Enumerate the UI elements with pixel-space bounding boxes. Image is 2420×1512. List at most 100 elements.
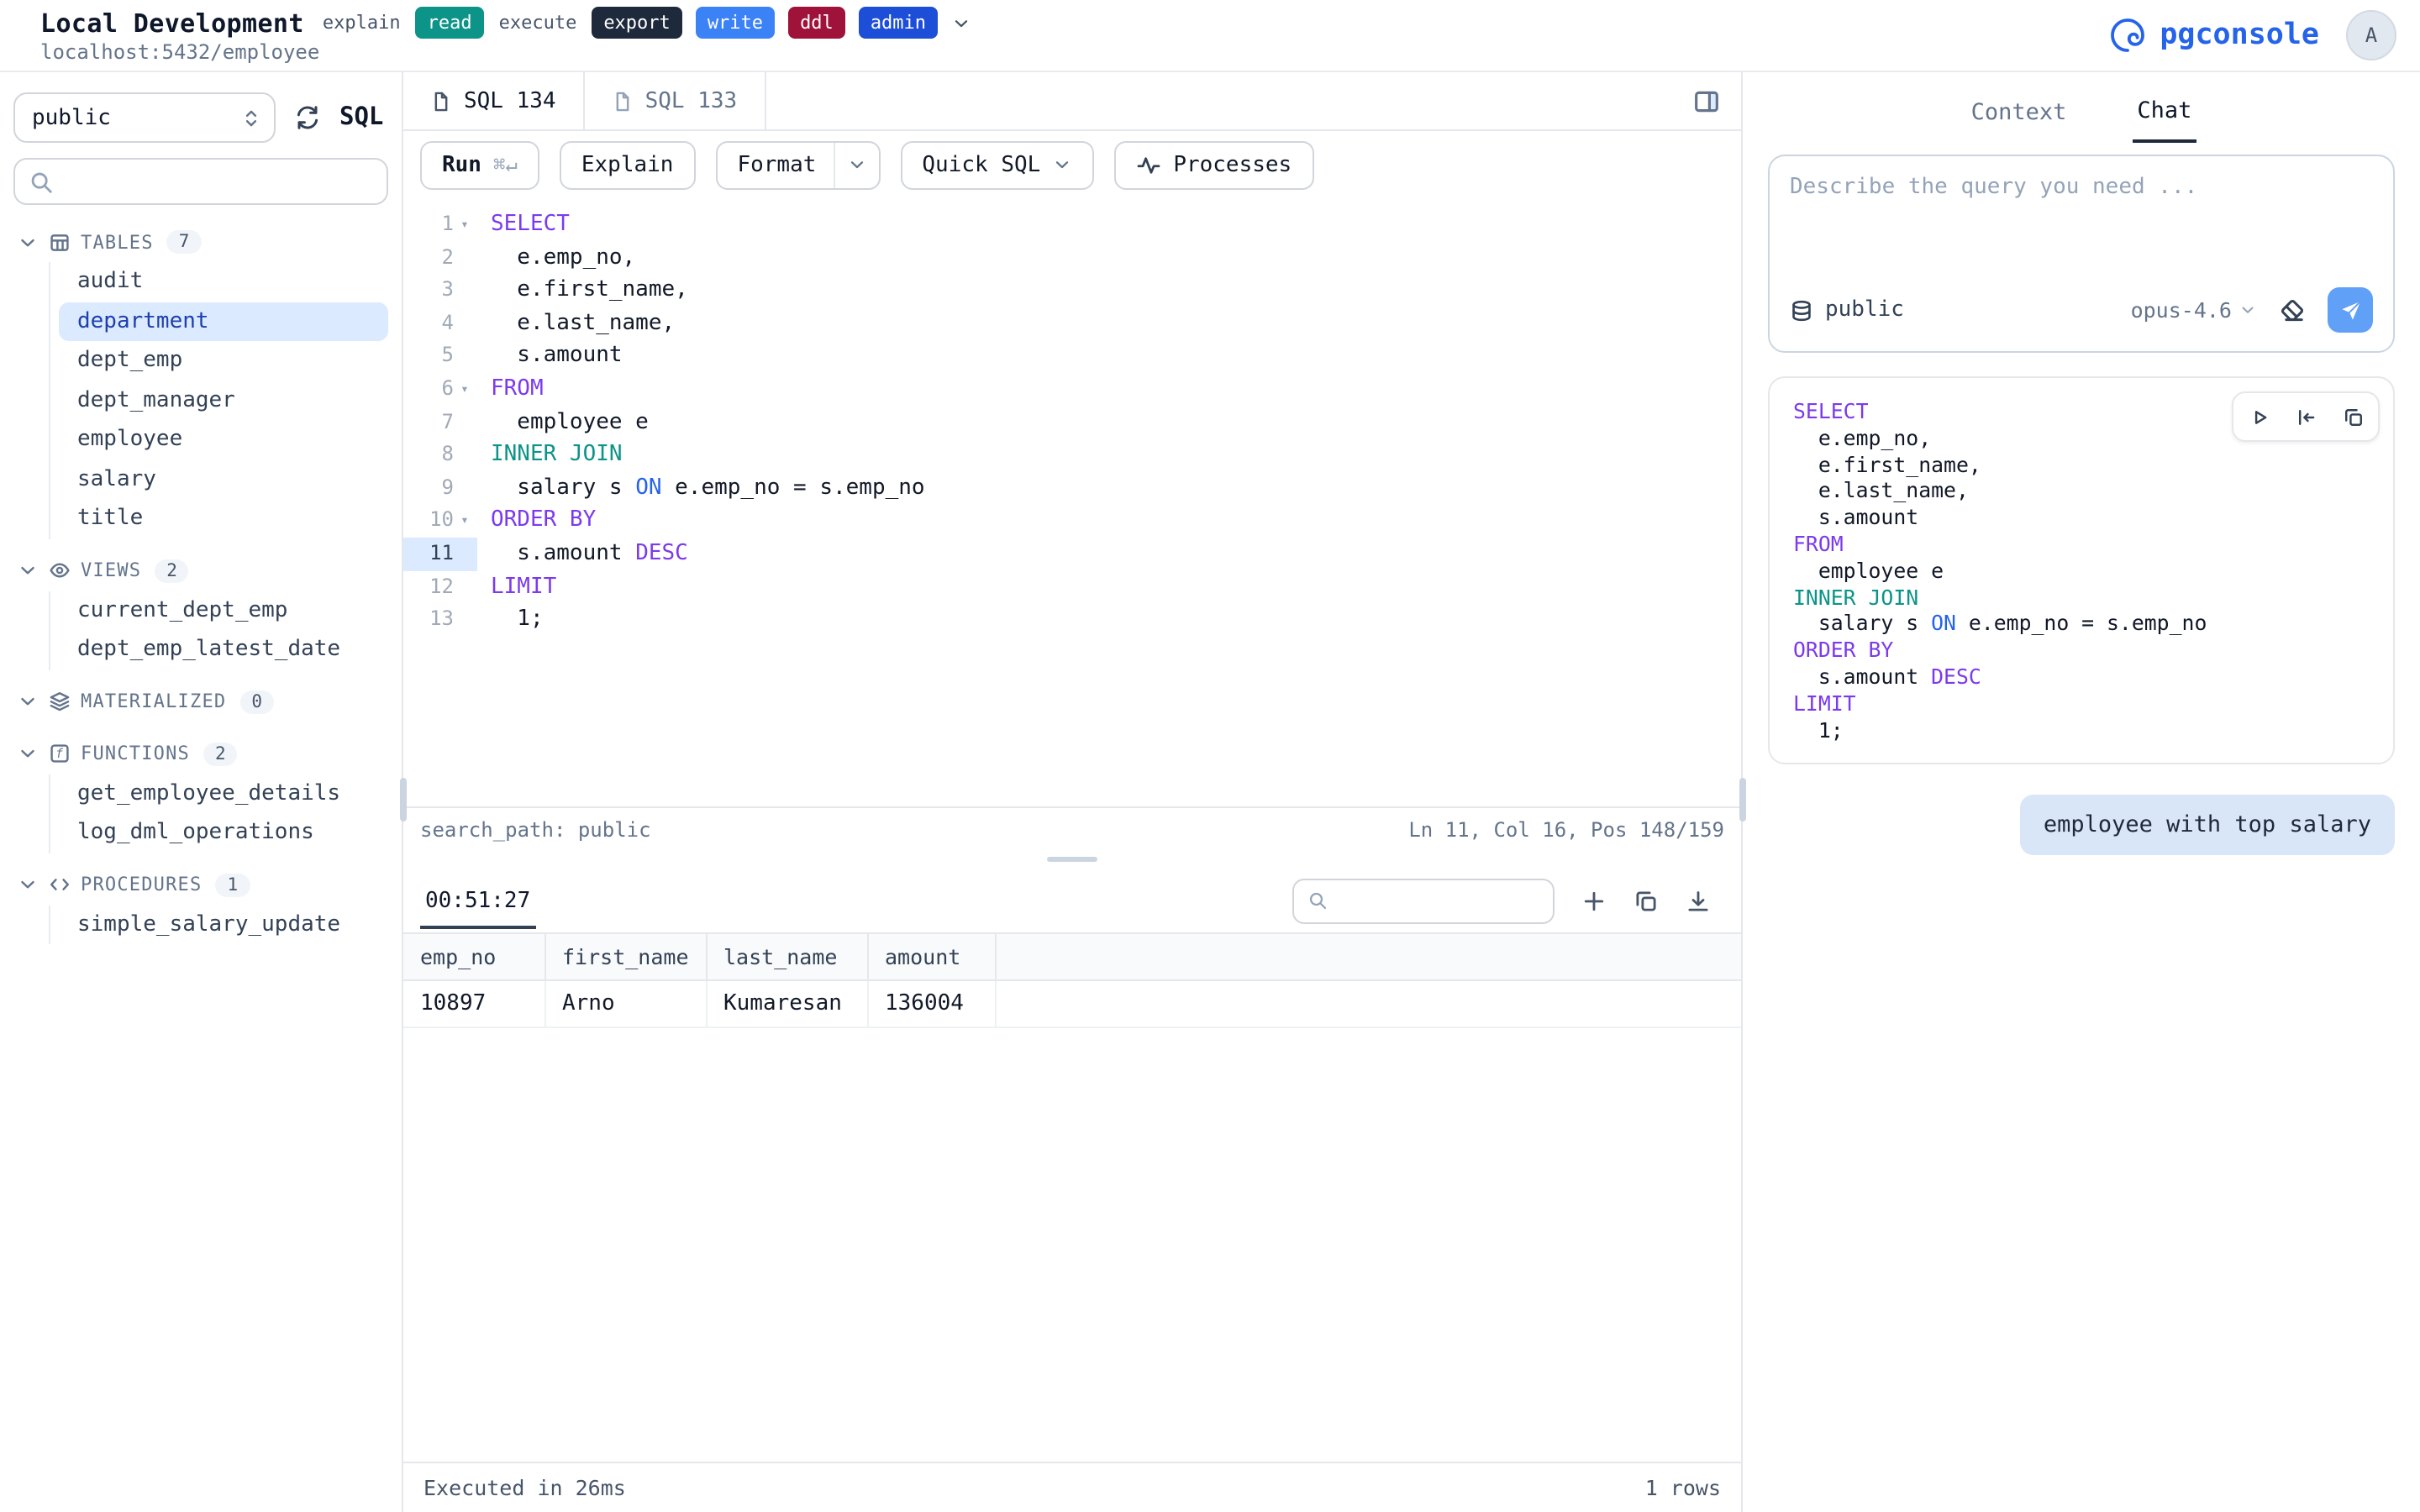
sidebar-item-dept_emp[interactable]: dept_emp — [77, 348, 183, 374]
copy-sql-button[interactable] — [2331, 396, 2375, 437]
results-search[interactable] — [1292, 878, 1555, 923]
sql-mode-label[interactable]: SQL — [339, 104, 384, 131]
sidebar-item-title[interactable]: title — [77, 506, 144, 532]
chat-input[interactable] — [1790, 175, 2373, 269]
sidebar-search-input[interactable] — [64, 169, 373, 194]
chat-composer[interactable]: public opus-4.6 — [1768, 155, 2395, 353]
sidebar-resize-handle[interactable] — [399, 778, 406, 822]
tab-sql-133[interactable]: SQL 133 — [584, 72, 766, 129]
line-number: 9 — [441, 475, 454, 499]
code-text: ORDER BY — [491, 507, 597, 533]
editor-line-11[interactable]: 11 s.amount DESC — [403, 537, 1741, 571]
line-gutter: 10▾ — [403, 505, 477, 538]
line-number: 7 — [441, 409, 454, 433]
schema-select[interactable]: public — [13, 92, 276, 143]
assistant-tabs: Context Chat — [1743, 72, 2420, 146]
permission-badge-read[interactable]: read — [415, 7, 484, 39]
editor-line-5[interactable]: 5 s.amount — [403, 340, 1741, 373]
model-select[interactable]: opus-4.6 — [2131, 297, 2257, 323]
editor-line-6[interactable]: 6▾FROM — [403, 373, 1741, 406]
column-header-emp_no[interactable]: emp_no — [403, 932, 545, 981]
sidebar-item-salary[interactable]: salary — [77, 466, 156, 492]
composer-schema[interactable]: public — [1790, 297, 1904, 323]
run-query-button[interactable] — [2237, 396, 2281, 437]
assistant-sql-response: SELECT e.emp_no, e.first_name, e.last_na… — [1768, 376, 2395, 765]
column-header-first_name[interactable]: first_name — [544, 932, 707, 981]
search-icon — [1307, 890, 1328, 911]
editor-line-2[interactable]: 2 e.emp_no, — [403, 241, 1741, 274]
editor-line-3[interactable]: 3 e.first_name, — [403, 274, 1741, 307]
editor-line-1[interactable]: 1▾SELECT — [403, 208, 1741, 241]
result-tab[interactable]: 00:51:27 — [420, 873, 536, 928]
clear-chat-button[interactable] — [2279, 297, 2306, 323]
tab-sql-134[interactable]: SQL 134 — [403, 72, 585, 129]
editor-line-13[interactable]: 13 1; — [403, 603, 1741, 636]
tab-chat[interactable]: Chat — [2132, 76, 2197, 142]
editor-line-4[interactable]: 4 e.last_name, — [403, 307, 1741, 340]
permission-badge-write[interactable]: write — [695, 7, 776, 39]
tab-label: SQL 134 — [464, 88, 556, 113]
run-button[interactable]: Run ⌘↵ — [420, 140, 539, 189]
fold-icon[interactable]: ▾ — [460, 217, 469, 232]
results-search-input[interactable] — [1338, 888, 1539, 913]
sidebar-item-log_dml_operations[interactable]: log_dml_operations — [77, 820, 314, 846]
column-header-last_name[interactable]: last_name — [706, 932, 868, 981]
sidebar-item-department[interactable]: department — [59, 302, 388, 341]
sidebar-item-employee[interactable]: employee — [77, 427, 183, 453]
database-icon — [1790, 298, 1813, 322]
permission-badge-admin[interactable]: admin — [858, 7, 939, 39]
copy-results-button[interactable] — [1634, 888, 1659, 913]
line-gutter: 5 — [403, 340, 477, 373]
processes-button[interactable]: Processes — [1114, 140, 1314, 189]
toggle-panel-button[interactable] — [1692, 87, 1721, 115]
format-button[interactable]: Format — [715, 140, 881, 189]
send-button[interactable] — [2328, 287, 2373, 333]
refresh-button[interactable] — [294, 104, 321, 131]
permission-badge-ddl[interactable]: ddl — [788, 7, 845, 39]
column-header-amount[interactable]: amount — [867, 932, 996, 981]
line-number: 8 — [441, 442, 454, 466]
table-icon — [49, 231, 71, 253]
permission-badge-execute[interactable]: execute — [498, 11, 577, 34]
sidebar-item-dept_emp_latest_date[interactable]: dept_emp_latest_date — [77, 637, 341, 663]
panel-resize-handle[interactable] — [1739, 778, 1745, 822]
permission-badge-export[interactable]: export — [592, 7, 682, 39]
sidebar-search[interactable] — [13, 158, 388, 205]
download-icon — [1686, 888, 1711, 913]
fold-icon[interactable]: ▾ — [460, 512, 469, 528]
tab-context[interactable]: Context — [1970, 98, 2067, 125]
editor-line-7[interactable]: 7 employee e — [403, 406, 1741, 438]
code-text: e.first_name, — [491, 277, 688, 303]
chevron-down-icon[interactable] — [951, 13, 971, 33]
download-results-button[interactable] — [1686, 888, 1711, 913]
fold-icon[interactable]: ▾ — [460, 381, 469, 396]
add-button[interactable] — [1581, 888, 1607, 913]
sidebar-item-audit[interactable]: audit — [77, 269, 144, 295]
format-dropdown[interactable] — [833, 142, 878, 187]
avatar[interactable]: A — [2346, 10, 2396, 60]
explain-button[interactable]: Explain — [559, 140, 696, 189]
chevron-down-icon — [1052, 155, 1072, 175]
splitter-handle[interactable] — [1047, 856, 1097, 863]
code-text: s.amount — [491, 343, 623, 369]
editor-line-10[interactable]: 10▾ ORDER BY — [403, 505, 1741, 538]
editor-line-9[interactable]: 9 salary s ON e.emp_no = s.emp_no — [403, 472, 1741, 505]
sidebar-item-dept_manager[interactable]: dept_manager — [77, 387, 235, 413]
sidebar-item-current_dept_emp[interactable]: current_dept_emp — [77, 597, 288, 623]
quick-sql-button[interactable]: Quick SQL — [900, 140, 1095, 189]
horizontal-splitter[interactable] — [403, 850, 1741, 869]
insert-to-editor-button[interactable] — [2284, 396, 2328, 437]
sidebar-item-simple_salary_update[interactable]: simple_salary_update — [77, 911, 341, 937]
sidebar-item-get_employee_details[interactable]: get_employee_details — [77, 780, 341, 806]
permission-badge-explain[interactable]: explain — [322, 11, 401, 34]
